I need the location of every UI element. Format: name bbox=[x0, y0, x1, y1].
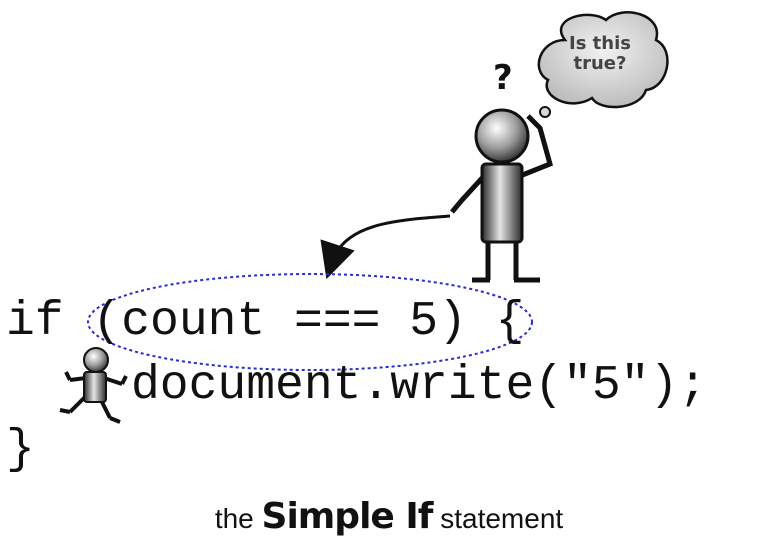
thought-bubble bbox=[537, 11, 669, 118]
question-mark: ? bbox=[493, 58, 513, 98]
curved-arrow-icon bbox=[320, 214, 451, 280]
thought-bubble-line-1: Is this bbox=[569, 33, 631, 54]
thought-bubble-line-2: true? bbox=[573, 53, 627, 74]
stick-figure-thinking-icon bbox=[450, 108, 554, 283]
condition-highlight-ellipse bbox=[87, 273, 533, 371]
stick-figure-running-icon bbox=[59, 347, 128, 424]
caption: the Simple If statement bbox=[0, 496, 778, 537]
code-line-closing-brace: } bbox=[6, 423, 35, 477]
thought-bubble-text: Is this true? bbox=[552, 34, 648, 74]
caption-emphasis: Simple If bbox=[261, 496, 434, 537]
caption-suffix: statement bbox=[440, 503, 564, 534]
code-line-document-write: document.write("5"); bbox=[131, 359, 708, 413]
caption-prefix: the bbox=[214, 503, 254, 534]
code-line-if: if (count === 5) { bbox=[6, 295, 525, 349]
